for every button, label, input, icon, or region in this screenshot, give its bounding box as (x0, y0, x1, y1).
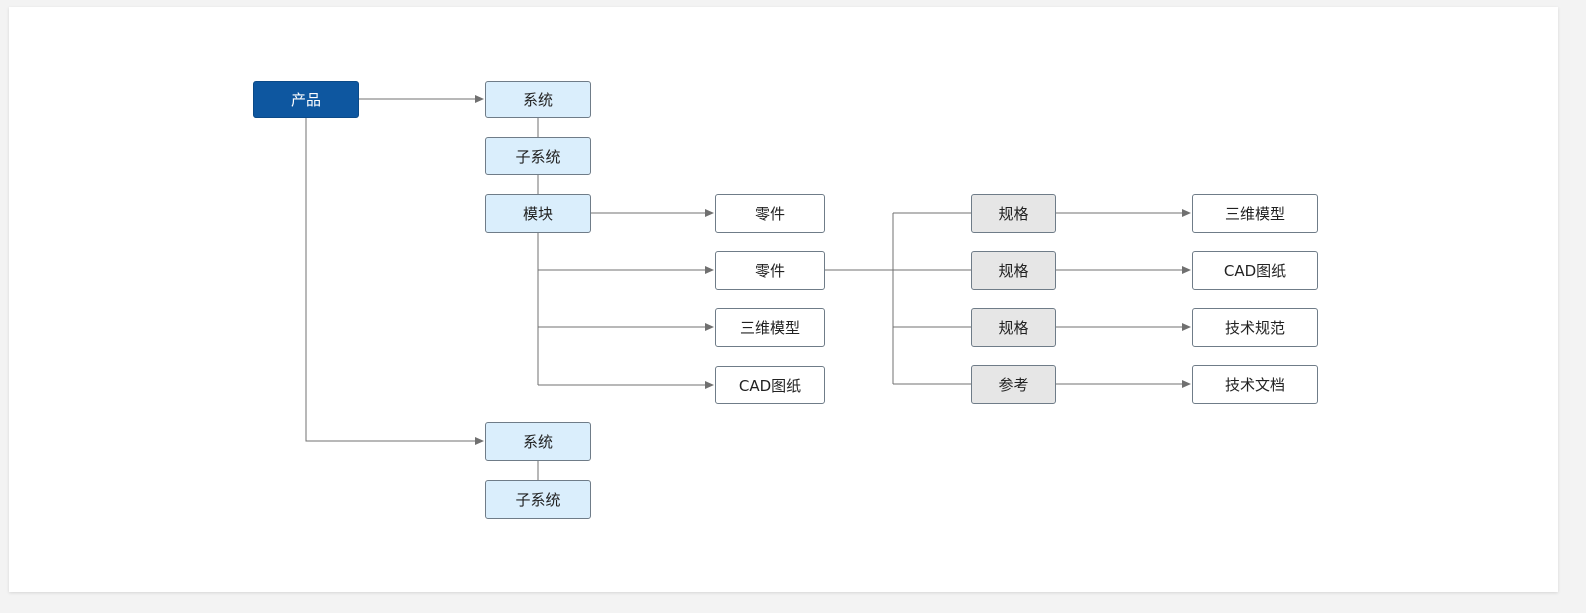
node-spec-1: 规格 (971, 194, 1056, 233)
node-cad-drawing-2: CAD图纸 (1192, 251, 1318, 290)
node-part-2: 零件 (715, 251, 825, 290)
node-reference: 参考 (971, 365, 1056, 404)
node-part-1: 零件 (715, 194, 825, 233)
node-system-2: 系统 (485, 422, 591, 461)
node-3d-model-2: 三维模型 (1192, 194, 1318, 233)
node-module: 模块 (485, 194, 591, 233)
edge-product-to-system-2 (305, 117, 484, 445)
node-subsystem-1: 子系统 (485, 137, 591, 175)
node-tech-spec: 技术规范 (1192, 308, 1318, 347)
node-tech-doc: 技术文档 (1192, 365, 1318, 404)
node-3d-model-1: 三维模型 (715, 308, 825, 347)
node-subsystem-2: 子系统 (485, 480, 591, 519)
node-product: 产品 (253, 81, 359, 118)
node-system-1: 系统 (485, 81, 591, 118)
node-spec-2: 规格 (971, 251, 1056, 290)
node-spec-3: 规格 (971, 308, 1056, 347)
node-cad-drawing-1: CAD图纸 (715, 366, 825, 404)
